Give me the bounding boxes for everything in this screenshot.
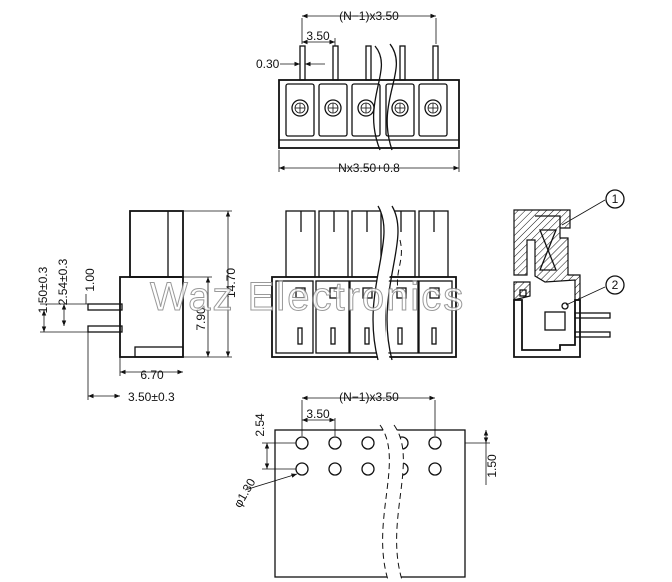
dim-pitch-formula-bottom: (N−1)x3.50 bbox=[339, 390, 399, 404]
dim-height-lower: 7.90 bbox=[194, 307, 208, 331]
top-pins bbox=[299, 45, 439, 81]
dim-side-c: 1.00 bbox=[83, 268, 97, 292]
section-view: 1 2 bbox=[513, 189, 625, 358]
screw-icons bbox=[291, 99, 442, 117]
dim-side-a: 1.50±0.3 bbox=[36, 266, 50, 313]
dim-pitch-formula-top: (N−1)x3.50 bbox=[339, 9, 399, 23]
dim-height-total: 14.70 bbox=[224, 268, 238, 298]
top-view: (N−1)x3.50 3.50 0.30 Nx3.50+0.8 bbox=[256, 9, 460, 175]
footprint-holes bbox=[295, 436, 442, 476]
dim-overall-width: Nx3.50+0.8 bbox=[338, 161, 400, 175]
front-upper-blocks bbox=[285, 210, 449, 278]
dim-pitch-top: 3.50 bbox=[306, 29, 330, 43]
dim-edge-offset: 1.50 bbox=[485, 454, 499, 478]
callout-two: 2 bbox=[612, 278, 619, 292]
watermark-text: Waz Electronics bbox=[150, 275, 465, 319]
dim-depth-lower: 6.70 bbox=[140, 368, 164, 382]
front-view bbox=[271, 205, 457, 361]
dim-pin-thickness: 0.30 bbox=[256, 57, 280, 71]
top-cells bbox=[285, 83, 448, 137]
dim-pin-offset: 3.50±0.3 bbox=[128, 390, 175, 404]
side-view: 1.50±0.3 2.54±0.3 1.00 14.70 7.90 6.70 3… bbox=[36, 210, 238, 404]
callout-one: 1 bbox=[612, 192, 619, 206]
dim-pitch-bottom: 3.50 bbox=[306, 407, 330, 421]
footprint-view: (N−1)x3.50 3.50 2.54 1.50 φ1.30 bbox=[231, 390, 499, 581]
dim-row-spacing: 2.54 bbox=[253, 413, 267, 437]
dim-side-b: 2.54±0.3 bbox=[56, 258, 70, 305]
dim-hole-diameter: φ1.30 bbox=[231, 476, 259, 510]
